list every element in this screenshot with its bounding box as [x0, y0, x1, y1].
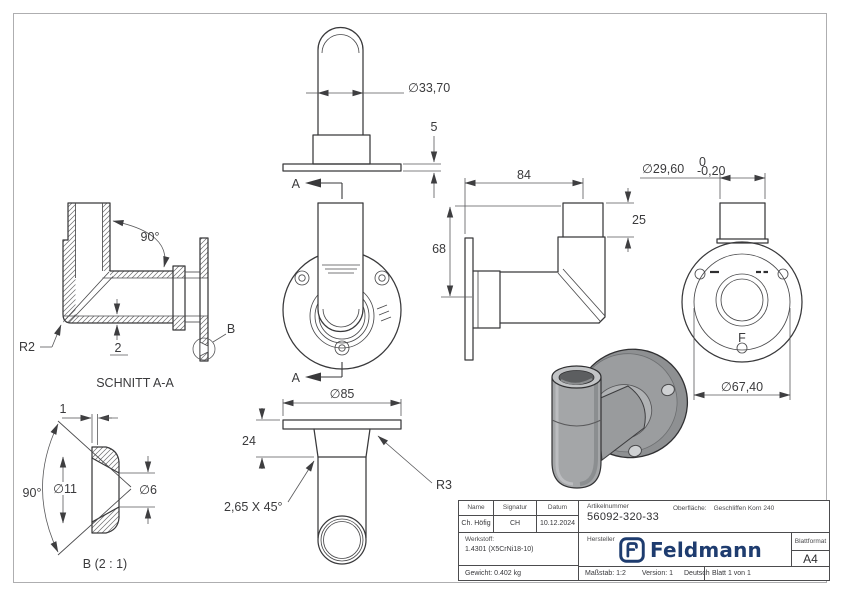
dim-flange-od: ∅85 — [330, 387, 355, 401]
section-title: SCHNITT A-A — [96, 376, 174, 390]
cut-label-a-top: A — [292, 177, 301, 191]
section-cut-marker-bottom: A — [292, 362, 343, 385]
dim-stub-od: ∅29,60 — [642, 162, 684, 176]
datum-value: 10.12.2024 — [539, 520, 576, 528]
werkstoff-label: Werkstoff: — [465, 535, 495, 543]
dim-tube-od: ∅33,70 — [408, 81, 450, 95]
tolerance-lower: -0,20 — [697, 164, 726, 178]
version-value: Version: 1 — [641, 570, 673, 577]
view-side: 84 68 25 — [432, 168, 646, 361]
massstab-value: Maßstab: 1:2 — [585, 570, 626, 577]
blatt-value: Blatt 1 von 1 — [712, 570, 751, 577]
dim-hole: ∅6 — [139, 483, 157, 497]
oberflaeche-label: Oberfläche: — [673, 505, 707, 512]
view-back: F ∅29,60 0 -0,20 ∅67,40 — [640, 155, 803, 400]
dim-height-68: 68 — [432, 242, 446, 256]
feldmann-logo-icon — [619, 537, 645, 563]
dim-reach-84: 84 — [517, 168, 531, 182]
blattformat-value: A4 — [803, 551, 818, 566]
view-detail-b: 90° 1 ∅11 ∅6 B (2 : 1) — [23, 402, 157, 571]
hersteller-label: Hersteller — [587, 536, 615, 543]
dim-csk-od: ∅11 — [53, 482, 77, 496]
dim-stub-25: 25 — [632, 213, 646, 227]
sprache-value: Deutsch — [684, 570, 710, 577]
feldmann-logo: Feldmann — [619, 537, 762, 563]
tolerance-upper: 0 — [699, 155, 706, 169]
blattformat-label: Blattformat — [792, 533, 829, 551]
view-plan: ∅85 24 R3 2,65 X 45° — [224, 387, 452, 565]
name-value: Ch. Höfig — [459, 515, 494, 532]
artikelnummer-value: 56092-320-33 — [587, 511, 660, 523]
view-front: A A — [282, 177, 402, 385]
cut-label-a-bottom: A — [292, 371, 301, 385]
gewicht-value: Gewicht: 0.402 kg — [465, 569, 522, 577]
signatur-value: CH — [494, 515, 537, 532]
detail-b-circle — [192, 337, 216, 361]
mark-f: F — [738, 331, 746, 345]
dim-collar-height: 24 — [242, 434, 256, 448]
datum-label: Datum — [547, 504, 568, 512]
dim-chamfer: 2,65 X 45° — [224, 500, 283, 514]
feldmann-logo-text: Feldmann — [650, 538, 763, 562]
section-cut-marker-top: A — [292, 177, 343, 199]
dim-rim-1: 1 — [60, 402, 67, 416]
dim-plate-thickness: 5 — [431, 120, 438, 134]
dim-wall-2: 2 — [115, 341, 122, 355]
name-label: Name — [459, 501, 494, 515]
dim-bolt-circle: ∅67,40 — [721, 380, 763, 394]
detail-b-title: B (2 : 1) — [83, 557, 127, 571]
title-block: Name Signatur Datum Ch. Höfig CH 10.12.2… — [458, 500, 830, 581]
sheet-border — [13, 13, 827, 583]
dim-fillet-r3: R3 — [436, 478, 452, 492]
werkstoff-value: 1.4301 (X5CrNi18-10) — [465, 545, 534, 553]
oberflaeche-value: Geschliffen Korn 240 — [713, 505, 775, 512]
dim-angle-90: 90° — [141, 230, 160, 244]
dim-fillet-r2: R2 — [19, 340, 35, 354]
signatur-label: Signatur — [494, 501, 537, 515]
dim-cone-angle: 90° — [23, 486, 42, 500]
artikelnummer-label: Artikelnummer — [587, 503, 629, 510]
detail-ref-b: B — [227, 322, 235, 336]
view-top-elevation: ∅33,70 5 — [282, 26, 450, 198]
view-section-aa: B 90° R2 2 SCHNITT A-A — [19, 202, 235, 390]
iso-view — [551, 348, 689, 489]
